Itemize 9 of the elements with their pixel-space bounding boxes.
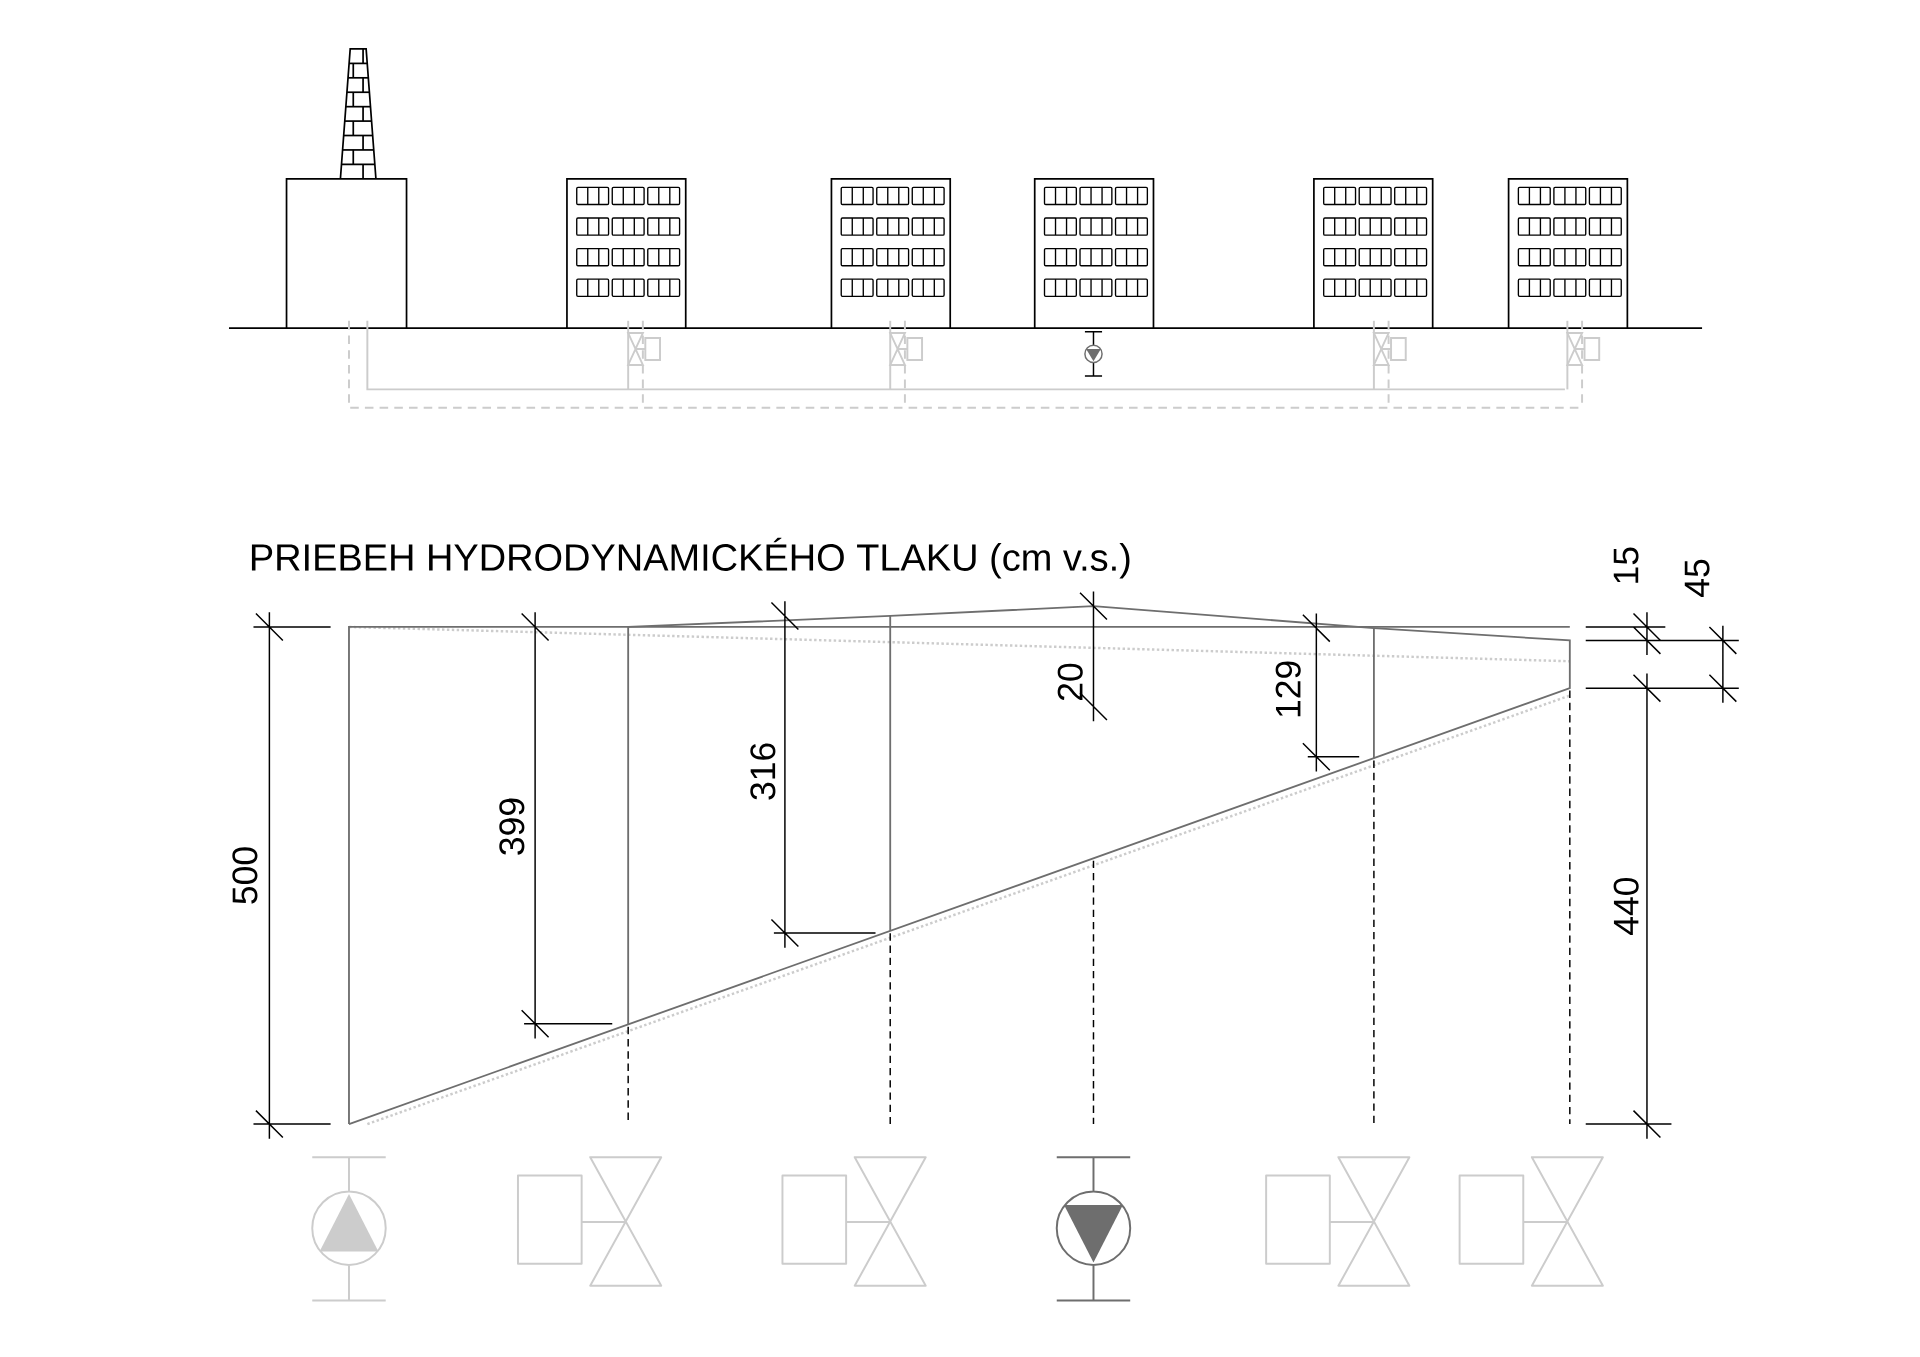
chart-title: PRIEBEH HYDRODYNAMICKÉHO TLAKU (cm v.s.) (251, 537, 1130, 579)
dimension-label: 20 (1057, 663, 1083, 701)
dimension-label: 129 (1275, 661, 1301, 717)
dimension-label: 316 (750, 743, 776, 800)
dimension-label: 500 (232, 847, 258, 904)
dimension-label: 45 (1684, 559, 1710, 598)
dimension-label: 440 (1613, 878, 1639, 936)
dimension-label: 15 (1613, 547, 1639, 583)
dimension-label: 399 (499, 798, 525, 855)
